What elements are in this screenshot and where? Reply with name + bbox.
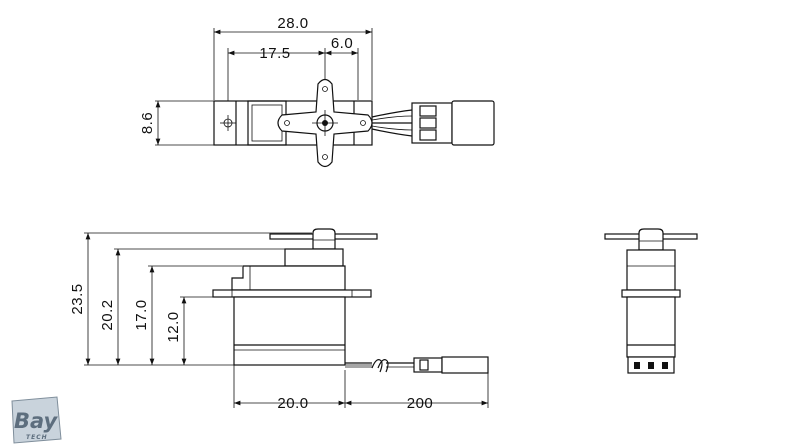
front-mount-flange bbox=[621, 289, 681, 298]
dim-label-body-width: 20.0 bbox=[277, 395, 308, 412]
side-mount-flange bbox=[212, 289, 372, 298]
front-lower-body bbox=[626, 296, 676, 358]
logo-brand-text: Bay bbox=[14, 409, 59, 433]
side-view: 23.5 20.2 17.0 12.0 bbox=[69, 228, 489, 412]
dim-label-body-height: 12.0 bbox=[165, 311, 182, 342]
dim-label-overall-width: 28.0 bbox=[277, 15, 308, 32]
side-motor-body bbox=[233, 296, 346, 366]
dim-label-height-to-top: 20.2 bbox=[99, 299, 116, 330]
dim-label-height-to-mount: 17.0 bbox=[133, 299, 150, 330]
logo-sub-text: TECH bbox=[26, 434, 48, 441]
dim-label-shaft-offset: 6.0 bbox=[331, 35, 353, 52]
front-view bbox=[604, 228, 698, 374]
dim-label-cable-length: 200 bbox=[407, 395, 434, 412]
top-view: 28.0 17.5 6.0 8.6 bbox=[139, 15, 495, 168]
front-upper-case bbox=[626, 249, 676, 291]
dim-label-mount-spacing: 17.5 bbox=[259, 45, 290, 62]
top-connector bbox=[411, 102, 453, 144]
side-gear-case bbox=[284, 248, 344, 267]
brand-logo: Bay TECH bbox=[11, 396, 62, 444]
dim-label-height: 8.6 bbox=[139, 112, 156, 134]
dim-label-total-height: 23.5 bbox=[69, 283, 86, 314]
